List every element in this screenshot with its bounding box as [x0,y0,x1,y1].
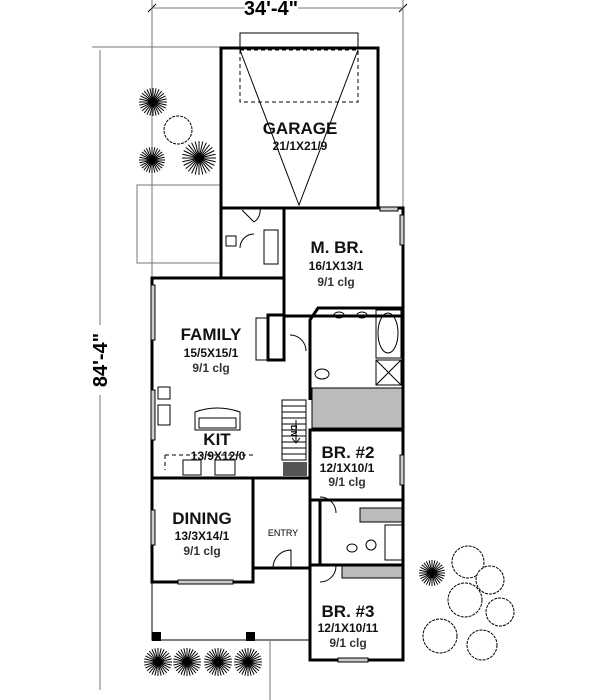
tree-icon [485,597,515,627]
dining-ceiling: 9/1 clg [183,544,220,558]
landscaping [139,88,515,676]
shrub-icon [139,88,167,116]
tree-icon [466,629,498,661]
garage: GARAGE 21/1X21/9 [219,32,380,210]
stair-label: DN [289,425,298,437]
br3-ceiling: 9/1 clg [329,636,366,650]
shrub-icon [144,648,172,676]
master-ceiling: 9/1 clg [317,275,354,289]
master-bath [308,306,405,430]
family-ceiling: 9/1 clg [192,361,229,375]
stairs: DN [281,399,307,476]
utility-area [219,206,286,280]
garage-size: 21/1X21/9 [273,139,328,153]
master-bedroom: M. BR. 16/1X13/1 9/1 clg [282,206,405,318]
br2-ceiling: 9/1 clg [328,475,365,489]
dining-size: 13/3X14/1 [175,529,230,543]
family-kitchen: FAMILY 15/5X15/1 9/1 clg KIT 13/9X12/0 [150,276,310,480]
depth-label: 84'-4" [90,333,112,387]
family-size: 15/5X15/1 [184,346,239,360]
shrub-icon [234,648,262,676]
hall-bath [318,498,405,579]
kitchen-name: KIT [203,430,231,449]
dining-room: DINING 13/3X14/1 9/1 clg [150,476,255,585]
front-porch [151,582,310,700]
shrub-icon [182,141,216,175]
master-size: 16/1X13/1 [309,259,364,273]
master-name: M. BR. [311,238,364,257]
tree-icon [475,565,505,595]
garage-name: GARAGE [263,119,338,138]
tree-icon [163,115,193,145]
bedroom-2: BR. #2 12/1X10/1 9/1 clg [308,428,405,502]
entry: ENTRY [253,528,310,570]
tree-icon [447,582,483,618]
dining-name: DINING [172,509,232,528]
tree-icon [451,545,485,579]
shrub-icon [204,648,232,676]
entry-name: ENTRY [268,528,298,538]
side-patio [136,184,221,264]
br2-name: BR. #2 [322,443,375,462]
br3-name: BR. #3 [322,602,375,621]
width-label: 34'-4" [244,0,298,20]
br2-size: 12/1X10/1 [320,461,375,475]
tree-icon [422,618,458,654]
family-name: FAMILY [181,325,242,344]
step [151,262,221,279]
shrub-icon [419,560,445,586]
bedroom-3: BR. #3 12/1X10/11 9/1 clg [308,563,405,663]
kitchen-size: 13/9X12/0 [191,449,246,463]
br3-size: 12/1X10/11 [318,621,379,635]
shrub-icon [173,648,201,676]
shrub-icon [139,147,165,173]
depth-dimension: 84'-4" [90,46,220,690]
